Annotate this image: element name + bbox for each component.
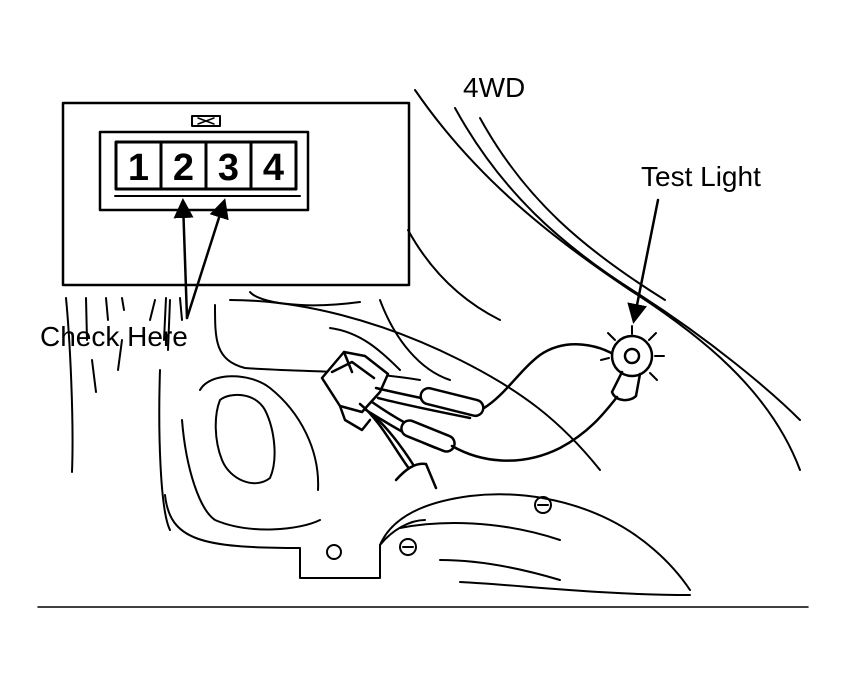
drive-type-label: 4WD [463,72,525,103]
check-here-arrows [173,198,229,320]
connector-latch [191,115,221,127]
pin-4-label: 4 [263,147,284,189]
control-unit: 1 2 3 4 [61,101,411,287]
light-rays [600,325,665,381]
harness-connector [320,350,485,490]
body-panel-lines [149,89,801,471]
test-light-bulb-icon [600,325,665,402]
pin-2-label: 2 [173,147,194,189]
pin-1-label: 1 [128,147,149,189]
connector-pins: 1 2 3 4 [114,140,298,191]
test-light-arrow [627,198,660,324]
frame-bracket [164,375,691,596]
test-light-leads [450,343,627,462]
test-light-label: Test Light [641,161,761,192]
pin-3-label: 3 [218,147,239,189]
connector-housing [98,130,310,212]
check-here-label: Check Here [40,321,188,352]
panel-edge-hatching [65,297,183,531]
